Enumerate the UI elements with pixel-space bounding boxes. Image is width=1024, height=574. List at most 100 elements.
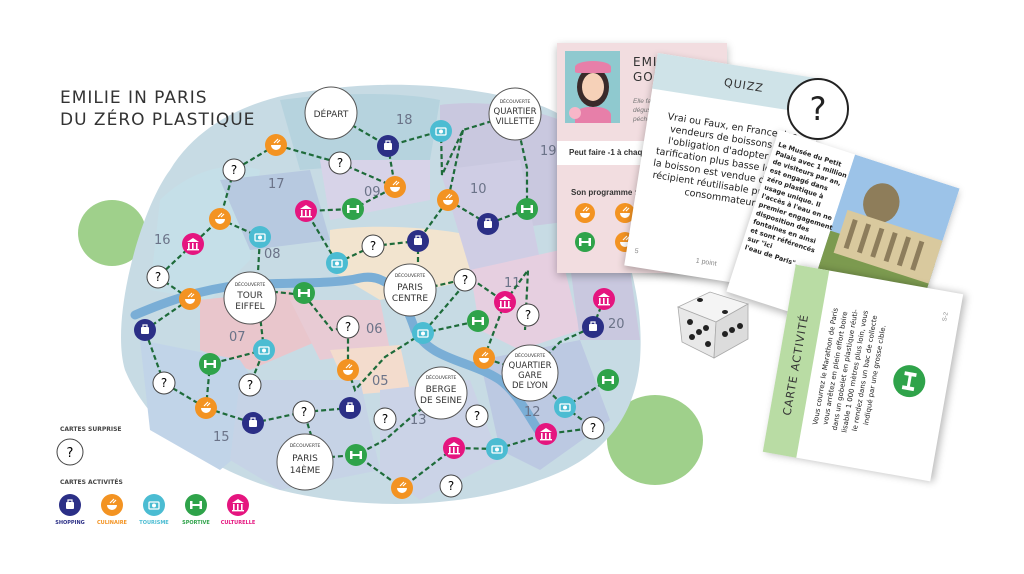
legend-sportive-label: SPORTIVE [182,520,210,526]
tourisme-space [486,438,508,460]
svg-text:DÉCOUVERTE: DÉCOUVERTE [395,271,426,279]
svg-text:QUARTIER: QUARTIER [509,361,552,371]
sportive-space [345,444,367,466]
svg-text:?: ? [67,446,74,461]
sportive-space [342,198,364,220]
svg-text:DÉCOUVERTE: DÉCOUVERTE [515,351,546,359]
surprise-space: ? [238,373,262,397]
shopping-space [407,230,429,252]
avatar [565,51,620,123]
surprise-space: ? [361,234,385,258]
dice [676,291,750,359]
district-label: 12 [524,405,541,420]
activity-card-title: CARTE ACTIVITÉ [780,313,812,417]
shopping-space [477,213,499,235]
game-title-line1: EMILIE IN PARIS [60,88,208,108]
culinaire-space [209,208,231,230]
district-label: 06 [366,322,383,337]
svg-text:DÉCOUVERTE: DÉCOUVERTE [235,280,266,288]
shopping-legend-icon [59,494,81,516]
culinaire-space [179,288,201,310]
surprise-space: ? [336,315,360,339]
quiz-card-number: 5 [634,247,639,256]
legend-culturelle-label: CULTURELLE [220,520,256,526]
svg-text:DE SEINE: DE SEINE [420,396,462,406]
shopping-space [582,316,604,338]
svg-text:?: ? [590,421,596,435]
district-label: 11 [504,276,521,291]
svg-text:?: ? [462,273,468,287]
surprise-space: ? [328,151,352,175]
legend-tourisme-label: TOURISME [139,520,169,526]
district-label: 13 [410,413,427,428]
surprise-space: ? [465,404,489,428]
svg-text:?: ? [337,156,343,170]
svg-text:?: ? [370,239,376,253]
profile-program-label: Son programme : [571,188,638,197]
surprise-space: ? [439,474,463,498]
svg-text:?: ? [525,308,531,322]
tourisme-space [249,226,271,248]
svg-text:?: ? [301,405,307,419]
surprise-space: ? [516,303,540,327]
culturelle-space [182,233,204,255]
culinaire-program-icon [615,203,635,223]
legend-surprise-label: CARTES SURPRISE [60,426,122,433]
culinaire-space [437,189,459,211]
svg-text:QUARTIER: QUARTIER [494,107,537,117]
svg-text:?: ? [345,320,351,334]
surprise-space: ? [292,400,316,424]
sportive-legend-icon [185,494,207,516]
svg-text:EIFFEL: EIFFEL [235,302,264,312]
district-label: 05 [372,374,389,389]
activity-card-code: S-2 [942,311,950,323]
district-label: 10 [470,182,487,197]
profile-bonus-text: Peut faire -1 à chaque l [569,148,657,157]
sportive-space [293,282,315,304]
svg-text:TOUR: TOUR [236,291,262,301]
question-mark-icon: ? [787,78,849,140]
svg-text:CENTRE: CENTRE [392,294,428,304]
profile-program-icons [575,203,635,252]
surprise-space: ? [373,407,397,431]
legend-culinaire-label: CULINAIRE [97,520,127,526]
sportive-space [516,198,538,220]
legend: ? [56,438,249,516]
culinaire-space [391,477,413,499]
svg-text:DÉCOUVERTE: DÉCOUVERTE [426,373,457,381]
tourisme-space [412,322,434,344]
shopping-space [242,412,264,434]
svg-text:?: ? [231,163,237,177]
district-label: 17 [268,177,285,192]
park-vincennes [607,395,703,485]
sportive-space [597,369,619,391]
district-label: 15 [213,430,230,445]
svg-text:DE LYON: DE LYON [512,381,548,391]
culinaire-space [384,176,406,198]
culinaire-legend-icon [101,494,123,516]
svg-text:DÉCOUVERTE: DÉCOUVERTE [290,441,321,449]
surprise-space: ? [152,371,176,395]
park-boulogne [78,200,146,266]
svg-text:PARIS: PARIS [397,283,423,293]
svg-text:DÉPART: DÉPART [314,108,349,120]
svg-text:BERGE: BERGE [426,385,457,395]
svg-text:?: ? [155,270,161,284]
surprise-space: ? [453,268,477,292]
culinaire-space [337,359,359,381]
culturelle-space [535,423,557,445]
svg-text:?: ? [474,409,480,423]
game-title-line2: DU ZÉRO PLASTIQUE [60,110,256,130]
surprise-legend-icon [56,438,84,466]
tourisme-legend-icon [143,494,165,516]
district-label: 20 [608,317,625,332]
svg-text:PARIS: PARIS [292,454,318,464]
shopping-space [339,397,361,419]
sportive-program-icon [575,232,595,252]
